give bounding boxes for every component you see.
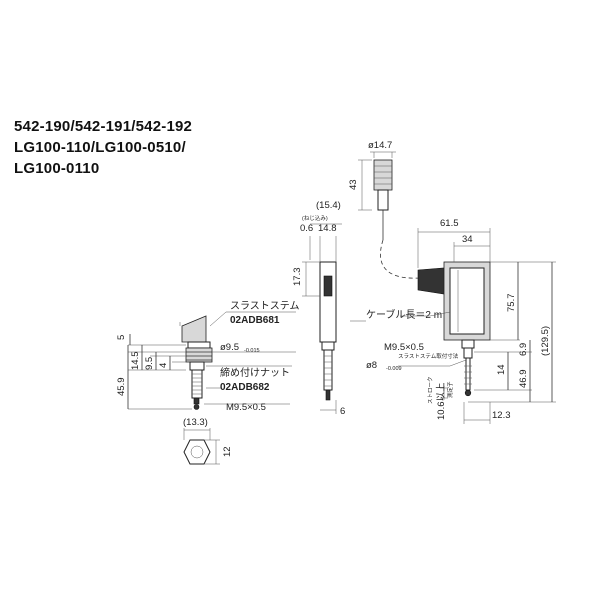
thread-left: M9.5×0.5 bbox=[226, 402, 266, 413]
thrust-stem-label: スラストステム bbox=[230, 300, 300, 312]
dim-5: 5 bbox=[116, 335, 127, 340]
thrust-stem-detail bbox=[127, 311, 296, 410]
stroke-value: 10.6以上 bbox=[436, 382, 447, 420]
thrust-stem-mount-label: スラストステム取付寸法 bbox=[398, 352, 459, 360]
cable-length-label: ケーブル長＝2 m bbox=[366, 308, 442, 321]
thread-right: M9.5×0.5 bbox=[384, 342, 424, 353]
dim-6-9: 6.9 bbox=[518, 343, 529, 356]
gauge-front-view bbox=[398, 228, 556, 424]
model-line-1: 542-190/542-191/542-192 bbox=[14, 118, 193, 135]
hex-nut-view bbox=[183, 428, 220, 465]
connector-view bbox=[358, 151, 421, 279]
gauge-side-view bbox=[302, 223, 342, 414]
dim-75-7: 75.7 bbox=[506, 294, 517, 313]
clamp-nut-code: 02ADB682 bbox=[220, 382, 270, 393]
clamp-nut-label: 締め付けナット bbox=[220, 366, 290, 379]
dim-34: 34 bbox=[462, 234, 473, 245]
dim-12-3: 12.3 bbox=[492, 410, 511, 421]
dim-13-3: (13.3) bbox=[183, 417, 208, 428]
dim-45-9: 45.9 bbox=[116, 378, 127, 397]
dim-61-5: 61.5 bbox=[440, 218, 459, 229]
dim-129-5: (129.5) bbox=[540, 326, 551, 356]
dim-phi-9-5-tolerance: -0.015 bbox=[244, 348, 260, 354]
dim-15-4: (15.4) bbox=[316, 200, 341, 211]
dim-0-6: 0.6 bbox=[300, 223, 313, 234]
dim-phi-8: ø8 bbox=[366, 360, 377, 371]
model-line-2: LG100-110/LG100-0510/ bbox=[14, 139, 186, 156]
dim-9-5: 9.5 bbox=[144, 357, 155, 370]
dim-phi-9-5: ø9.5 bbox=[220, 342, 239, 353]
screw-in-tag: (ねじ込み) bbox=[302, 214, 328, 222]
dim-6: 6 bbox=[340, 406, 345, 417]
stroke-label: ストローク bbox=[427, 376, 434, 404]
dim-46-9: 46.9 bbox=[518, 370, 529, 389]
thrust-stem-code: 02ADB681 bbox=[230, 315, 280, 326]
dim-phi-8-tolerance: -0.009 bbox=[386, 366, 402, 372]
model-line-3: LG100-0110 bbox=[14, 160, 100, 177]
dim-14-8: 14.8 bbox=[318, 223, 337, 234]
dim-14-5: 14.5 bbox=[130, 352, 141, 371]
dim-12: 12 bbox=[222, 446, 233, 457]
dim-4: 4 bbox=[158, 363, 169, 368]
dim-phi-14-7: ø14.7 bbox=[368, 140, 392, 151]
dim-14: 14 bbox=[496, 364, 507, 375]
dim-17-3: 17.3 bbox=[292, 268, 303, 287]
contact-point-label: 測定子 bbox=[446, 381, 454, 398]
dim-43: 43 bbox=[348, 179, 359, 190]
